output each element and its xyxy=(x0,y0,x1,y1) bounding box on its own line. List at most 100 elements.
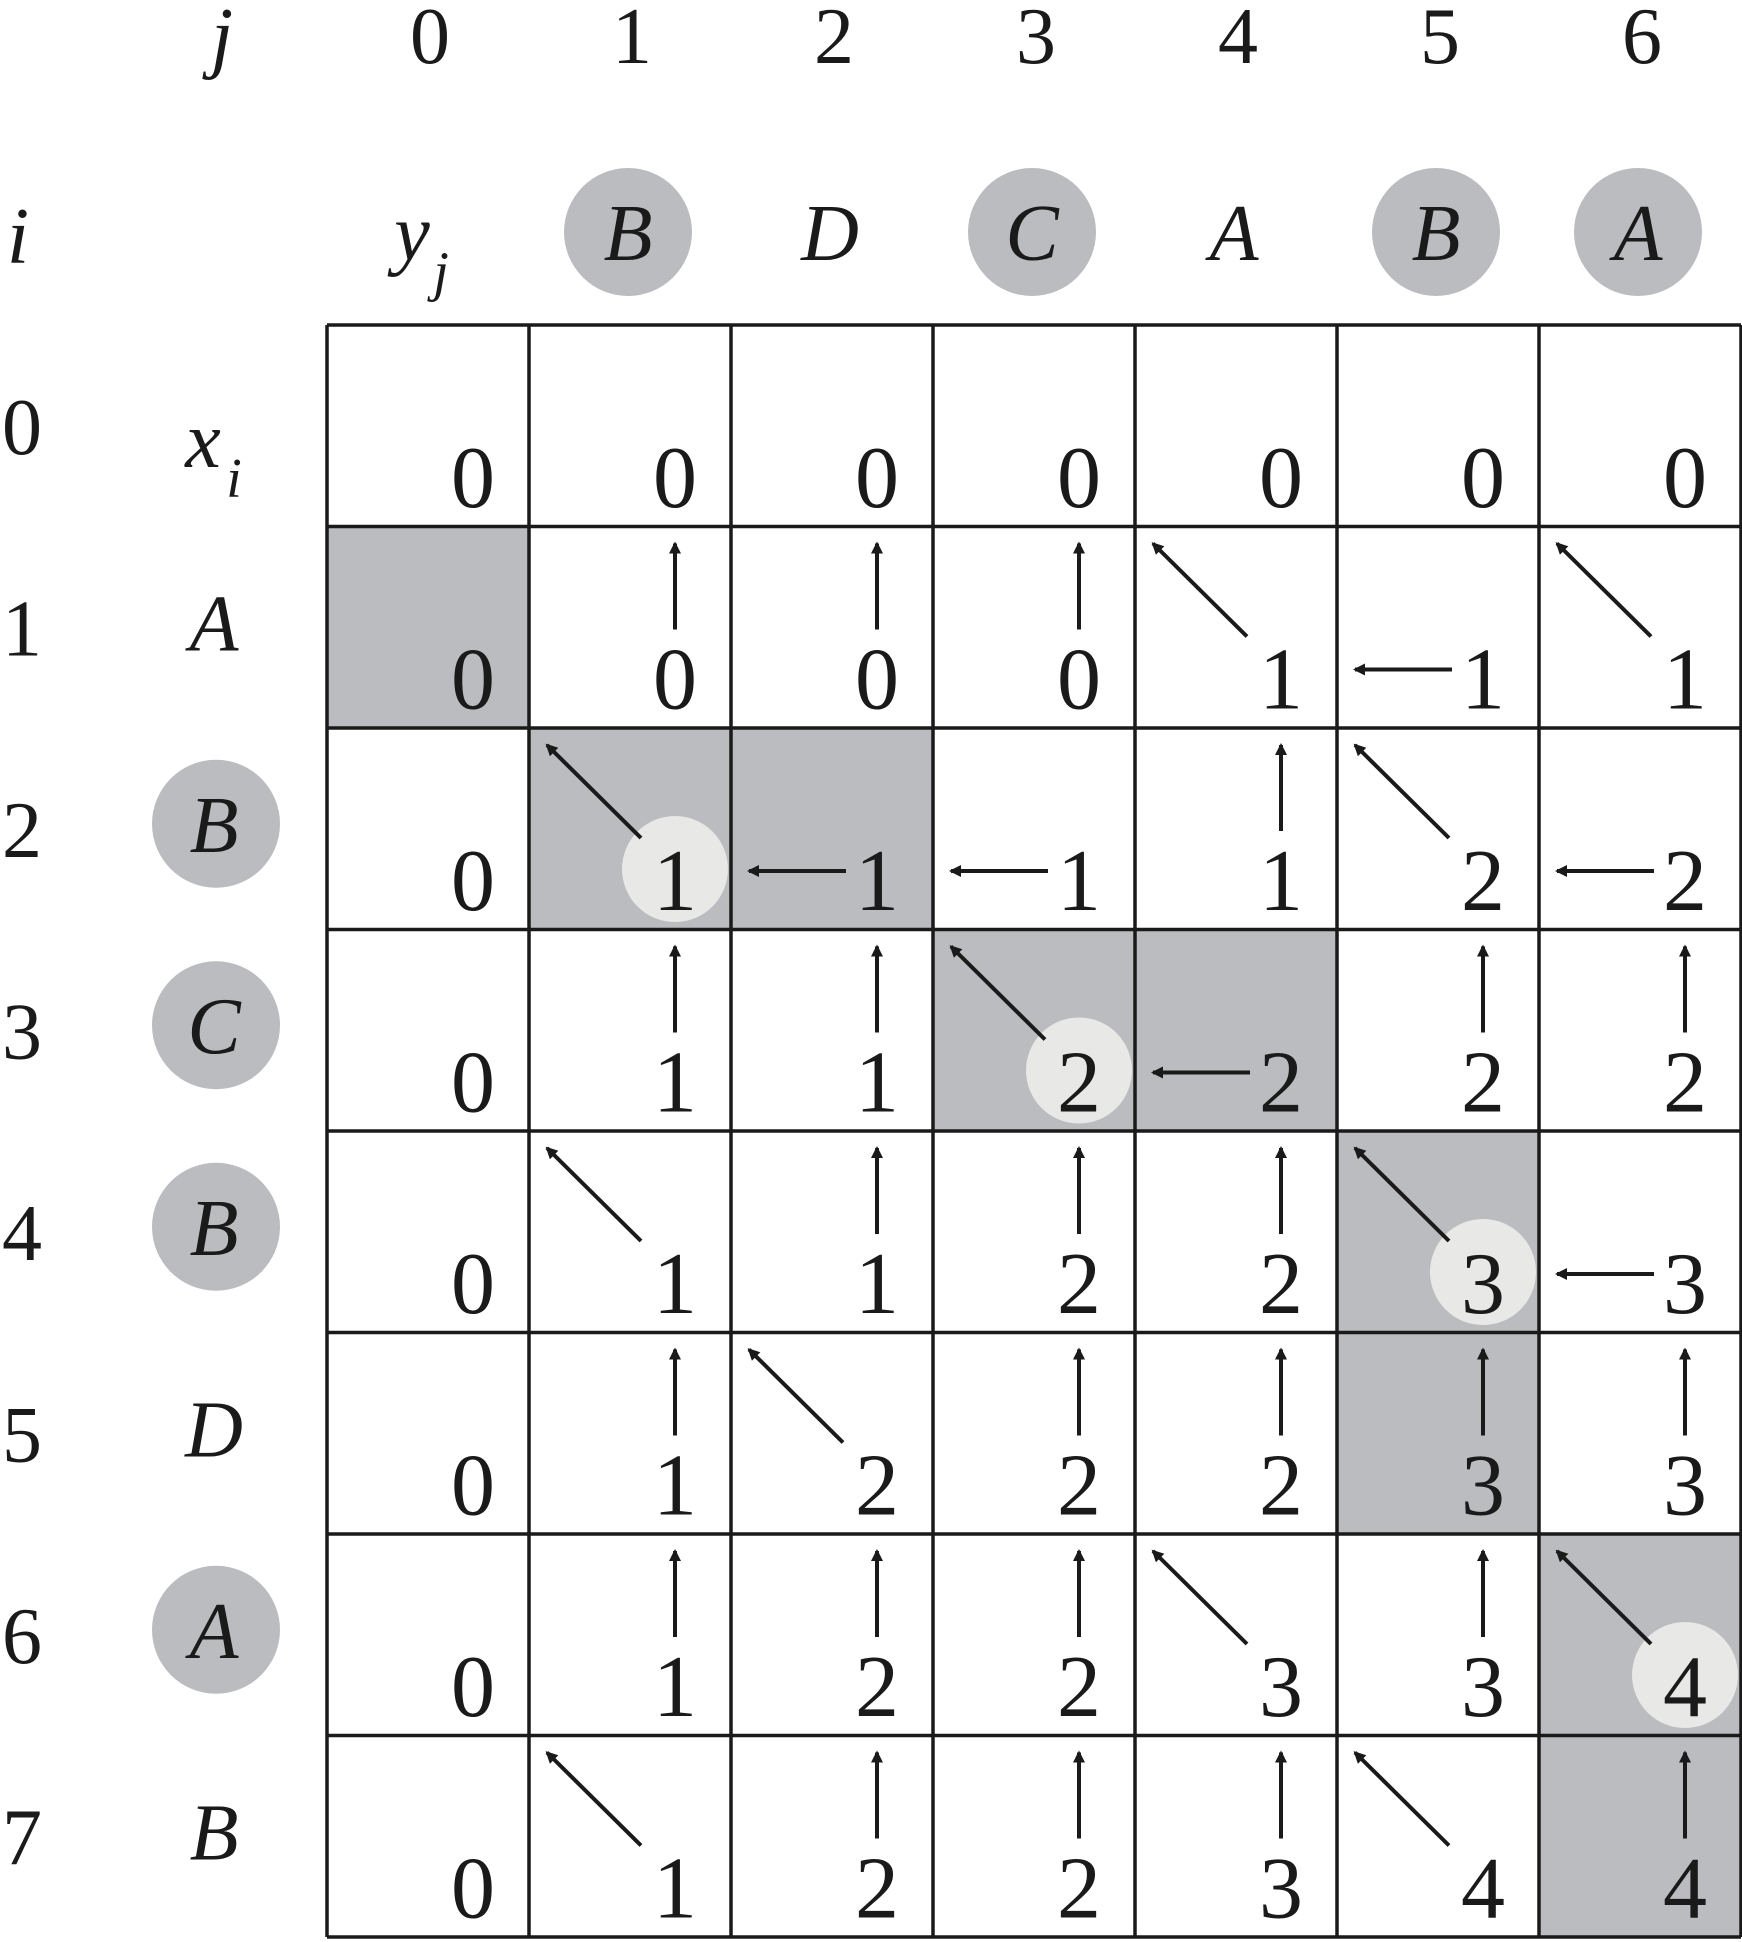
table-cell: 1 xyxy=(653,1347,697,1535)
shaded-cell xyxy=(1337,1332,1539,1534)
x-sequence-letter: B xyxy=(190,1789,239,1877)
cell-value: 1 xyxy=(855,1236,899,1333)
cell-value: 1 xyxy=(855,833,899,930)
x-letter-highlight xyxy=(152,961,280,1090)
y-letter-highlight xyxy=(968,168,1096,296)
table-cell: 2 xyxy=(1151,1035,1303,1132)
cell-value: 0 xyxy=(653,430,697,527)
column-index: 1 xyxy=(612,0,652,81)
table-cell: 0 xyxy=(451,1841,495,1938)
y-sequence-letter: D xyxy=(800,190,859,278)
cell-value: 0 xyxy=(1057,430,1101,527)
table-cell: 1 xyxy=(1151,542,1303,729)
table-grid xyxy=(325,323,1742,1939)
cell-value: 3 xyxy=(1259,1639,1303,1736)
diagonal-arrow xyxy=(1151,1549,1249,1646)
cell-value: 1 xyxy=(1259,632,1303,729)
y-sequence-label: y j xyxy=(387,190,449,303)
cell-value: 1 xyxy=(1259,833,1303,930)
cell-value: 2 xyxy=(1461,833,1505,930)
cell-value: 0 xyxy=(1259,430,1303,527)
y-sequence-letter: C xyxy=(1005,190,1060,278)
cell-value: 0 xyxy=(451,1236,495,1333)
table-cell: 3 xyxy=(1259,1750,1303,1938)
diagonal-arrow xyxy=(1353,1751,1451,1847)
table-cell: 1 xyxy=(545,743,697,930)
table-cell: 2 xyxy=(855,1750,899,1938)
i-axis-label: i xyxy=(7,193,29,281)
table-cell: 1 xyxy=(653,944,697,1132)
table-cell: 0 xyxy=(855,430,899,527)
table-cell: 1 xyxy=(545,1146,697,1333)
table-cell: 2 xyxy=(1353,743,1505,930)
cell-value: 1 xyxy=(653,833,697,930)
diagonal-arrow xyxy=(1555,1549,1653,1646)
cell-value: 2 xyxy=(1663,1035,1707,1132)
cell-value: 0 xyxy=(855,430,899,527)
cell-value: 2 xyxy=(1663,833,1707,930)
cell-value: 3 xyxy=(1461,1438,1505,1535)
row-index: 7 xyxy=(2,1794,42,1882)
table-cell: 2 xyxy=(855,1549,899,1736)
table-cell: 3 xyxy=(1555,1236,1707,1333)
column-index: 3 xyxy=(1016,0,1056,81)
table-cell: 1 xyxy=(747,833,899,930)
table-cell: 2 xyxy=(1461,944,1505,1132)
y-sequence-letter: B xyxy=(604,190,653,278)
table-cell: 2 xyxy=(1057,1347,1101,1535)
table-cell: 2 xyxy=(1057,1549,1101,1736)
cell-value: 1 xyxy=(1663,632,1707,729)
table-cell: 1 xyxy=(855,1146,899,1333)
column-index: 6 xyxy=(1622,0,1662,81)
cell-value: 0 xyxy=(451,1438,495,1535)
row-index: 3 xyxy=(2,988,42,1076)
y-sequence-letter: A xyxy=(1205,190,1260,278)
row-index: 0 xyxy=(2,384,42,472)
table-cell: 2 xyxy=(1057,1750,1101,1938)
cell-value: 2 xyxy=(1461,1035,1505,1132)
table-cell: 4 xyxy=(1555,1549,1707,1736)
table-cell: 0 xyxy=(855,541,899,729)
cell-value: 0 xyxy=(855,632,899,729)
cell-value: 2 xyxy=(1057,1438,1101,1535)
table-cell: 0 xyxy=(451,1035,495,1132)
cell-value: 2 xyxy=(1057,1035,1101,1132)
y-letter-highlight xyxy=(1372,168,1500,296)
table-cell: 0 xyxy=(1663,430,1707,527)
x-sequence-letter: B xyxy=(190,782,239,870)
table-cell: 3 xyxy=(1353,1146,1505,1333)
y-label-subscript: j xyxy=(427,241,449,303)
cell-value: 0 xyxy=(451,833,495,930)
x-letter-highlight xyxy=(152,759,280,888)
table-cell: 0 xyxy=(1057,541,1101,729)
diagonal-arrow xyxy=(545,1146,643,1243)
cell-value: 0 xyxy=(451,1639,495,1736)
table-cell: 2 xyxy=(949,945,1101,1132)
column-index: 5 xyxy=(1420,0,1460,81)
x-letter-highlight xyxy=(152,1162,280,1291)
match-circle xyxy=(1430,1219,1536,1325)
cell-value: 2 xyxy=(855,1639,899,1736)
table-cell: 1 xyxy=(1259,743,1303,930)
table-cell: 1 xyxy=(653,1549,697,1736)
cell-value: 4 xyxy=(1663,1841,1707,1938)
cell-value: 3 xyxy=(1461,1236,1505,1333)
match-highlight-circles xyxy=(622,816,1738,1728)
cell-value: 2 xyxy=(1057,1639,1101,1736)
y-letter-highlight xyxy=(564,168,692,296)
diagonal-arrow xyxy=(1353,743,1451,840)
cell-value: 0 xyxy=(653,632,697,729)
cell-value: 0 xyxy=(1461,430,1505,527)
table-cell: 0 xyxy=(451,1438,495,1535)
x-label-subscript: i xyxy=(226,448,242,510)
row-index: 6 xyxy=(2,1593,42,1681)
table-cell: 0 xyxy=(451,833,495,930)
table-cell: 0 xyxy=(451,632,495,729)
table-cell: 1 xyxy=(855,944,899,1132)
match-circle xyxy=(1632,1622,1738,1728)
cell-value: 1 xyxy=(653,1438,697,1535)
y-letter-highlight xyxy=(1574,168,1702,296)
